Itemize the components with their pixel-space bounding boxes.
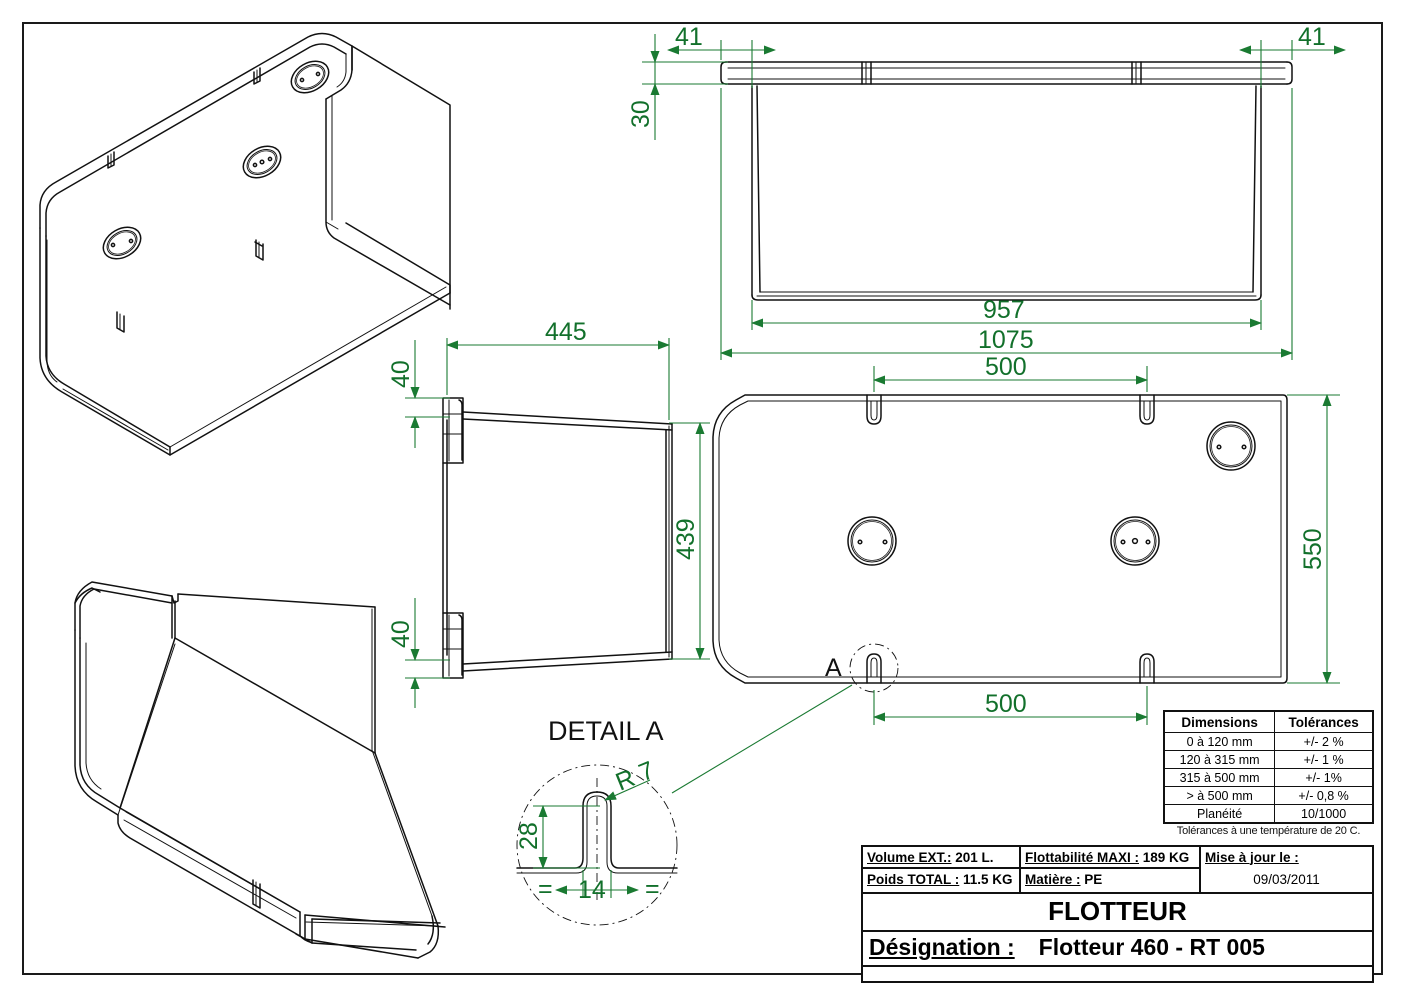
dim-41-left: 41 <box>675 23 703 51</box>
designation-row: Désignation : Flotteur 460 - RT 005 <box>863 930 1372 965</box>
table-row: Planéité 10/1000 <box>1163 804 1374 824</box>
plan-boss-left <box>847 516 897 566</box>
volume-label: Volume EXT.: <box>867 849 952 865</box>
plan-boss-right <box>1206 421 1256 471</box>
title-block-material-cell: Flottabilité MAXI : 189 KG Matière : PE <box>1021 847 1201 892</box>
dim-957: 957 <box>983 296 1025 324</box>
tolerance-dim-1: 120 à 315 mm <box>1163 750 1276 769</box>
drawing-title: FLOTTEUR <box>863 892 1372 930</box>
tolerance-table-header-row: Dimensions Tolérances <box>1163 710 1374 733</box>
isometric-view-bottom <box>74 581 446 959</box>
title-block-upper: Volume EXT.: 201 L. Poids TOTAL : 11.5 K… <box>863 847 1372 892</box>
maj-label: Mise à jour le : <box>1205 849 1299 865</box>
dim-equal-left: = <box>538 875 553 903</box>
title-block-volume-cell: Volume EXT.: 201 L. Poids TOTAL : 11.5 K… <box>863 847 1021 892</box>
dim-550: 550 <box>1299 528 1327 570</box>
maj-label-row: Mise à jour le : <box>1201 847 1372 867</box>
dimension-set-side-view: 445 40 40 439 <box>387 318 710 708</box>
tolerance-table: Dimensions Tolérances 0 à 120 mm +/- 2 %… <box>1163 710 1374 837</box>
tolerance-val-4: 10/1000 <box>1274 804 1374 824</box>
volume-value: 201 L. <box>955 849 994 865</box>
flottabilite-label: Flottabilité MAXI : <box>1025 849 1139 865</box>
title-block: Volume EXT.: 201 L. Poids TOTAL : 11.5 K… <box>861 845 1374 983</box>
flottabilite-row: Flottabilité MAXI : 189 KG <box>1021 847 1199 869</box>
dim-500-bottom: 500 <box>985 690 1027 718</box>
tolerance-dim-0: 0 à 120 mm <box>1163 732 1276 751</box>
dim-40-top: 40 <box>387 360 415 388</box>
dim-500-top: 500 <box>985 353 1027 381</box>
tolerance-val-2: +/- 1% <box>1274 768 1374 787</box>
dim-40-bottom: 40 <box>387 620 415 648</box>
detail-a-view: DETAIL A R 7 28 14 = = <box>515 684 853 926</box>
boss-hole-group <box>102 60 330 260</box>
matiere-label: Matière : <box>1025 871 1081 887</box>
dimension-set-plan-view: 500 500 550 <box>873 353 1340 725</box>
front-elevation-view <box>720 61 1293 301</box>
dim-1075: 1075 <box>978 326 1034 354</box>
tolerance-col-tolerances: Tolérances <box>1274 710 1374 733</box>
tolerance-val-1: +/- 1 % <box>1274 750 1374 769</box>
plan-boss-center <box>1110 516 1160 566</box>
detail-marker-a: A <box>825 654 842 682</box>
side-elevation-view <box>442 397 673 679</box>
designation-label: Désignation : <box>869 934 1015 960</box>
tolerance-dim-3: > à 500 mm <box>1163 786 1276 805</box>
dim-445: 445 <box>545 318 587 346</box>
dimension-set-front-view: 41 30 41 957 1075 <box>627 23 1346 360</box>
designation-value: Flotteur 460 - RT 005 <box>1038 934 1265 960</box>
dim-14: 14 <box>578 876 606 904</box>
dim-r7: R 7 <box>612 756 659 797</box>
poids-row: Poids TOTAL : 11.5 KG <box>863 869 1019 889</box>
title-block-blank-row <box>863 965 1372 981</box>
table-row: 315 à 500 mm +/- 1% <box>1163 768 1374 787</box>
dim-equal-right: = <box>645 875 660 903</box>
title-block-date-cell: Mise à jour le : 09/03/2011 <box>1201 847 1372 892</box>
dim-41-right: 41 <box>1298 23 1326 51</box>
detail-a-title: DETAIL A <box>548 716 664 746</box>
drawing-frame-border <box>22 22 1383 975</box>
dim-28: 28 <box>515 822 543 850</box>
tolerance-dim-4: Planéité <box>1163 804 1276 824</box>
volume-row: Volume EXT.: 201 L. <box>863 847 1019 869</box>
maj-value: 09/03/2011 <box>1253 872 1320 887</box>
tolerance-val-3: +/- 0,8 % <box>1274 786 1374 805</box>
table-row: 0 à 120 mm +/- 2 % <box>1163 732 1374 751</box>
matiere-value: PE <box>1084 871 1103 887</box>
poids-value: 11.5 KG <box>963 871 1013 887</box>
flottabilite-value: 189 KG <box>1142 849 1190 865</box>
dim-439: 439 <box>672 518 700 560</box>
tolerance-val-0: +/- 2 % <box>1274 732 1374 751</box>
table-row: > à 500 mm +/- 0,8 % <box>1163 786 1374 805</box>
tolerance-temperature-note: Tolérances à une température de 20 C. <box>1176 825 1361 837</box>
tolerance-dim-2: 315 à 500 mm <box>1163 768 1276 787</box>
plan-view: A <box>712 394 1288 693</box>
tolerance-col-dimensions: Dimensions <box>1163 710 1276 733</box>
poids-label: Poids TOTAL : <box>867 871 960 887</box>
matiere-row: Matière : PE <box>1021 869 1199 889</box>
table-row: 120 à 315 mm +/- 1 % <box>1163 750 1374 769</box>
isometric-view-top <box>39 32 451 456</box>
dim-30: 30 <box>627 100 655 128</box>
